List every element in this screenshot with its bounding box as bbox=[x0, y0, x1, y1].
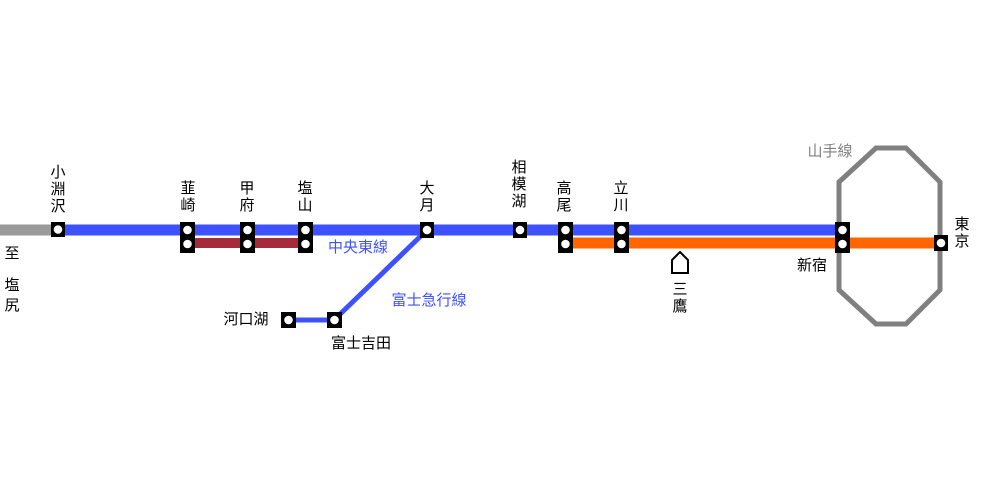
yamanote-line-loop bbox=[836, 145, 943, 327]
station-marker-sagamiko[interactable] bbox=[513, 222, 527, 238]
station-label-otsuki: 大月 bbox=[419, 179, 434, 214]
station-marker-shinjuku[interactable] bbox=[835, 222, 850, 253]
line-label-yamanote: 山手線 bbox=[807, 142, 852, 160]
station-marker-tokyo[interactable] bbox=[934, 235, 948, 251]
station-marker-takao[interactable] bbox=[558, 222, 573, 253]
line-label-fujikyu: 富士急行線 bbox=[391, 291, 466, 309]
station-label-enzan: 塩山 bbox=[297, 179, 312, 214]
station-marker-fujiyoshida[interactable] bbox=[327, 312, 342, 328]
direction-to-label: 至 bbox=[4, 244, 19, 262]
station-marker-otsuki[interactable] bbox=[420, 222, 434, 238]
station-label-tachikawa: 立川 bbox=[613, 179, 628, 214]
station-marker-kofu[interactable] bbox=[240, 222, 255, 253]
station-marker-kawaguchiko[interactable] bbox=[281, 312, 296, 328]
station-label-kawaguchiko: 河口湖 bbox=[223, 310, 268, 328]
station-label-nirasaki: 韮崎 bbox=[180, 179, 195, 214]
station-label-kofu: 甲府 bbox=[239, 179, 254, 214]
station-label-shinjuku: 新宿 bbox=[797, 256, 827, 274]
station-label-mitaka: 三鷹 bbox=[672, 280, 687, 315]
station-label-takao: 高尾 bbox=[556, 179, 571, 214]
station-marker-tachikawa[interactable] bbox=[614, 222, 629, 253]
station-marker-enzan[interactable] bbox=[298, 222, 313, 253]
station-label-kobuchizawa: 小淵沢 bbox=[50, 163, 65, 215]
station-label-tokyo: 東京 bbox=[954, 215, 969, 250]
station-label-sagamiko: 相模湖 bbox=[511, 158, 526, 210]
station-label-fujiyoshida: 富士吉田 bbox=[331, 334, 391, 352]
station-marker-nirasaki[interactable] bbox=[180, 222, 195, 253]
station-marker-mitaka-house-icon bbox=[671, 250, 689, 274]
direction-place-label: 塩尻 bbox=[4, 276, 19, 314]
station-marker-kobuchizawa[interactable] bbox=[51, 222, 65, 237]
line-label-chuo-east: 中央東線 bbox=[328, 238, 388, 256]
